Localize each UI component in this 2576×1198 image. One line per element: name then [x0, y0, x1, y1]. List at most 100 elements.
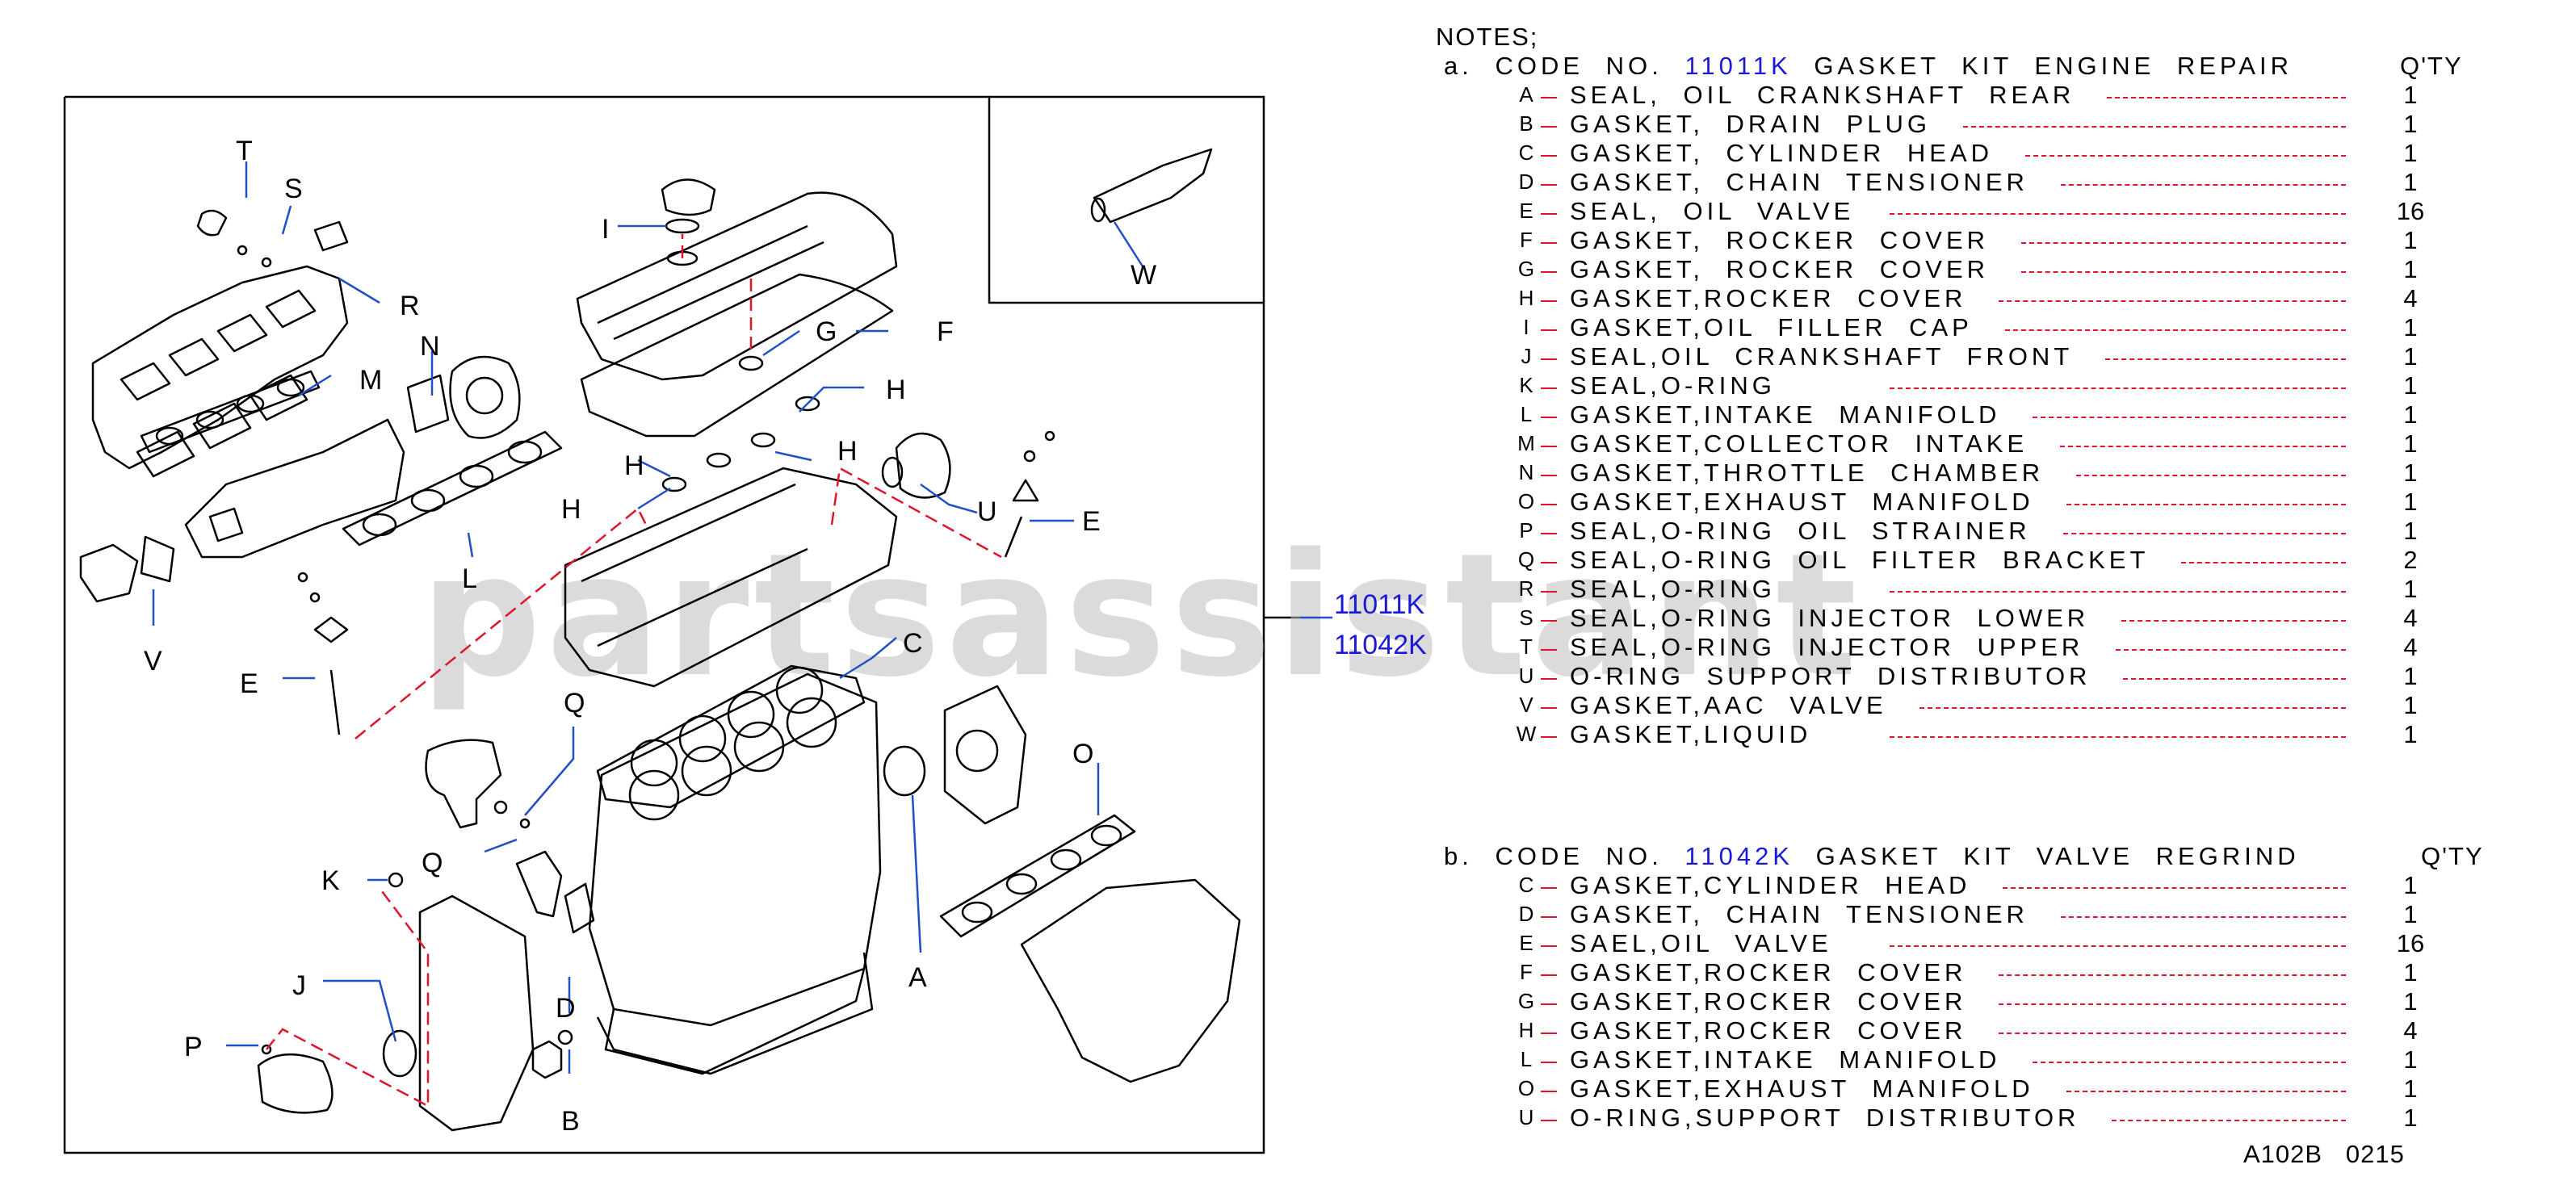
- part-name: GASKET,INTAKE MANIFOLD: [1570, 1045, 2001, 1074]
- part-name: GASKET,LIQUID: [1570, 720, 1812, 748]
- part-name: SEAL,OIL CRANKSHAFT FRONT: [1570, 342, 2074, 371]
- figure-code-value: A102B: [2243, 1140, 2323, 1168]
- part-name: GASKET,AAC VALVE: [1570, 691, 1887, 719]
- intake-gasket-drawing: [342, 430, 563, 547]
- part-name: GASKET, DRAIN PLUG: [1570, 110, 1932, 138]
- distributor-drawing: [895, 432, 951, 499]
- kit-b-code-label: CODE NO.: [1495, 842, 1663, 870]
- kit-b-qty-header: Q'TY: [2421, 842, 2484, 870]
- part-name: SEAL,O-RING INJECTOR LOWER: [1570, 604, 2090, 632]
- front-seal-drawing: [382, 1029, 417, 1078]
- part-name: GASKET,EXHAUST MANIFOLD: [1570, 1074, 2034, 1103]
- callout-E: E: [240, 668, 258, 699]
- oil-filter-bracket-drawing: [425, 739, 502, 829]
- callout-K: K: [321, 865, 340, 896]
- callout-H: H: [837, 436, 858, 467]
- collector-gasket-drawing: [140, 370, 321, 454]
- callout-M: M: [359, 365, 382, 396]
- oil-strainer-drawing: [257, 1053, 334, 1114]
- kit-b-prefix: b.: [1444, 842, 1473, 870]
- front-cover-drawing: [418, 894, 535, 1132]
- callout-R: R: [400, 291, 420, 321]
- part-name: GASKET,ROCKER COVER: [1570, 958, 1967, 986]
- part-name: GASKET, ROCKER COVER: [1570, 226, 1990, 254]
- part-name: SEAL,O-RING OIL FILTER BRACKET: [1570, 546, 2150, 574]
- callout-H: H: [561, 494, 581, 525]
- part-name: SEAL, OIL CRANKSHAFT REAR: [1570, 81, 2075, 109]
- figure-number: 0215: [2345, 1140, 2405, 1168]
- cylinder-head-drawing: [564, 467, 898, 688]
- kit-a-description: GASKET KIT ENGINE REPAIR: [1814, 52, 2293, 80]
- part-name: GASKET, CHAIN TENSIONER: [1570, 900, 2028, 928]
- callout-H: H: [886, 375, 906, 405]
- callout-Q: Q: [422, 848, 443, 878]
- part-name: GASKET,OIL FILLER CAP: [1570, 313, 1973, 341]
- oil-filler-cap-drawing: [661, 178, 716, 216]
- callout-labels: T S R N M I G F W H H H H U E L V E C Q …: [144, 136, 1156, 1137]
- kit-b-description: GASKET KIT VALVE REGRIND: [1815, 842, 2300, 870]
- part-drawings: [79, 148, 1241, 1132]
- part-name: GASKET,ROCKER COVER: [1570, 987, 1967, 1016]
- part-name: GASKET,ROCKER COVER: [1570, 284, 1967, 312]
- kit-code-link-11042K[interactable]: 11042K: [1334, 630, 1427, 660]
- collector-intake-drawing: [184, 418, 405, 559]
- figure-code: A102B 0215: [2243, 1140, 2405, 1169]
- part-name: O-RING SUPPORT DISTRIBUTOR: [1570, 662, 2091, 690]
- cylinder-block-drawing: [588, 672, 882, 1027]
- kit-a-code-link[interactable]: 11011K: [1684, 52, 1792, 80]
- callout-F: F: [937, 316, 954, 347]
- watermark: partsassistant: [420, 517, 1862, 714]
- part-name: SAEL,OIL VALVE: [1570, 929, 1832, 957]
- part-name: GASKET, CHAIN TENSIONER: [1570, 168, 2028, 196]
- exhaust-gasket-drawing: [939, 814, 1136, 938]
- part-name: GASKET, CYLINDER HEAD: [1570, 139, 1994, 167]
- rocker-gasket-drawing: [580, 273, 894, 438]
- part-name: GASKET,ROCKER COVER: [1570, 1016, 1967, 1045]
- leader-lines: [152, 161, 1332, 1074]
- kit-a-qty-header: Q'TY: [2400, 52, 2463, 80]
- throttle-chamber-drawing: [449, 355, 521, 439]
- callout-U: U: [977, 496, 997, 527]
- part-name: SEAL,O-RING: [1570, 575, 1776, 603]
- kit-a-code-label: CODE NO.: [1495, 52, 1663, 80]
- kit-b-code-link[interactable]: 11042K: [1684, 842, 1794, 870]
- kit-a-prefix: a.: [1444, 52, 1473, 80]
- exhaust-manifold-drawing: [1020, 878, 1241, 1083]
- callout-V: V: [144, 646, 162, 676]
- intake-manifold-drawing: [91, 265, 349, 470]
- callout-C: C: [903, 628, 923, 659]
- part-name: GASKET, ROCKER COVER: [1570, 255, 1990, 283]
- oil-pan-drawing: [596, 952, 874, 1075]
- relation-lines: [266, 234, 1002, 1108]
- notes-title: NOTES;: [1436, 23, 1539, 51]
- part-name: GASKET,COLLECTOR INTAKE: [1570, 429, 2028, 458]
- diagram-frame: [63, 95, 1300, 1154]
- part-name: SEAL,O-RING OIL STRAINER: [1570, 517, 2031, 545]
- kit-b-header: b. CODE NO. 11042K GASKET KIT VALVE REGR…: [1444, 842, 2300, 871]
- callout-B: B: [561, 1106, 580, 1137]
- callout-D: D: [556, 993, 576, 1024]
- callout-P: P: [184, 1032, 203, 1062]
- callout-G: G: [816, 316, 837, 347]
- kit-code-link-11011K[interactable]: 11011K: [1334, 589, 1424, 620]
- part-name: GASKET,THROTTLE CHAMBER: [1570, 459, 2045, 487]
- part-name: O-RING,SUPPORT DISTRIBUTOR: [1570, 1104, 2080, 1132]
- callout-S: S: [284, 174, 303, 204]
- rear-seal-drawing: [883, 745, 926, 797]
- part-name: SEAL,O-RING: [1570, 371, 1776, 400]
- part-name: GASKET,CYLINDER HEAD: [1570, 871, 1971, 899]
- callout-W: W: [1131, 260, 1156, 291]
- kit-a-header: a. CODE NO. 11011K GASKET KIT ENGINE REP…: [1444, 52, 2293, 81]
- callout-Q: Q: [564, 688, 585, 718]
- head-gasket-drawing: [596, 664, 866, 809]
- callout-N: N: [420, 331, 440, 362]
- part-name: SEAL,O-RING INJECTOR UPPER: [1570, 633, 2084, 661]
- callout-A: A: [908, 962, 927, 993]
- part-name: GASKET,EXHAUST MANIFOLD: [1570, 488, 2034, 516]
- callout-J: J: [292, 970, 306, 1001]
- callout-I: I: [602, 214, 609, 245]
- callout-O: O: [1072, 739, 1093, 769]
- callout-T: T: [236, 136, 253, 166]
- aac-valve-drawing: [79, 543, 139, 603]
